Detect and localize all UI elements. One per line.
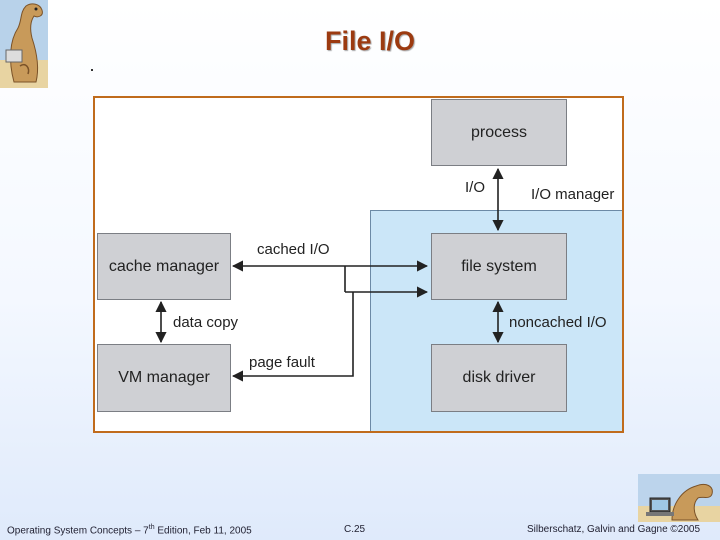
slide-title: File I/O [324, 26, 416, 56]
footer-page-number: C.25 [344, 524, 366, 535]
page-fault-label: page fault [249, 354, 315, 371]
process-box: process [431, 99, 567, 166]
data-copy-label: data copy [173, 314, 239, 331]
cached-io-label: cached I/O [257, 241, 330, 258]
diagram-arrows [155, 167, 504, 382]
dinosaur-logo-icon [0, 0, 48, 88]
page-fault-arrow [231, 292, 354, 382]
footer-copyright: Silberschatz, Galvin and Gagne ©2005 [527, 524, 701, 535]
noncached-io-label: noncached I/O [509, 314, 607, 331]
footer-book-title: Operating System Concepts – 7th Edition,… [7, 524, 252, 537]
stray-dot [91, 69, 93, 71]
io-manager-label: I/O manager [531, 186, 615, 203]
cache-manager-box: cache manager [97, 233, 231, 300]
dinosaur-laptop-logo-icon [638, 474, 720, 522]
file-system-box: file system [431, 233, 567, 300]
io-label: I/O [465, 179, 486, 196]
disk-driver-box: disk driver [431, 344, 567, 412]
diagram-frame: process cache manager file system VM man… [93, 96, 624, 433]
vm-manager-box: VM manager [97, 344, 231, 412]
